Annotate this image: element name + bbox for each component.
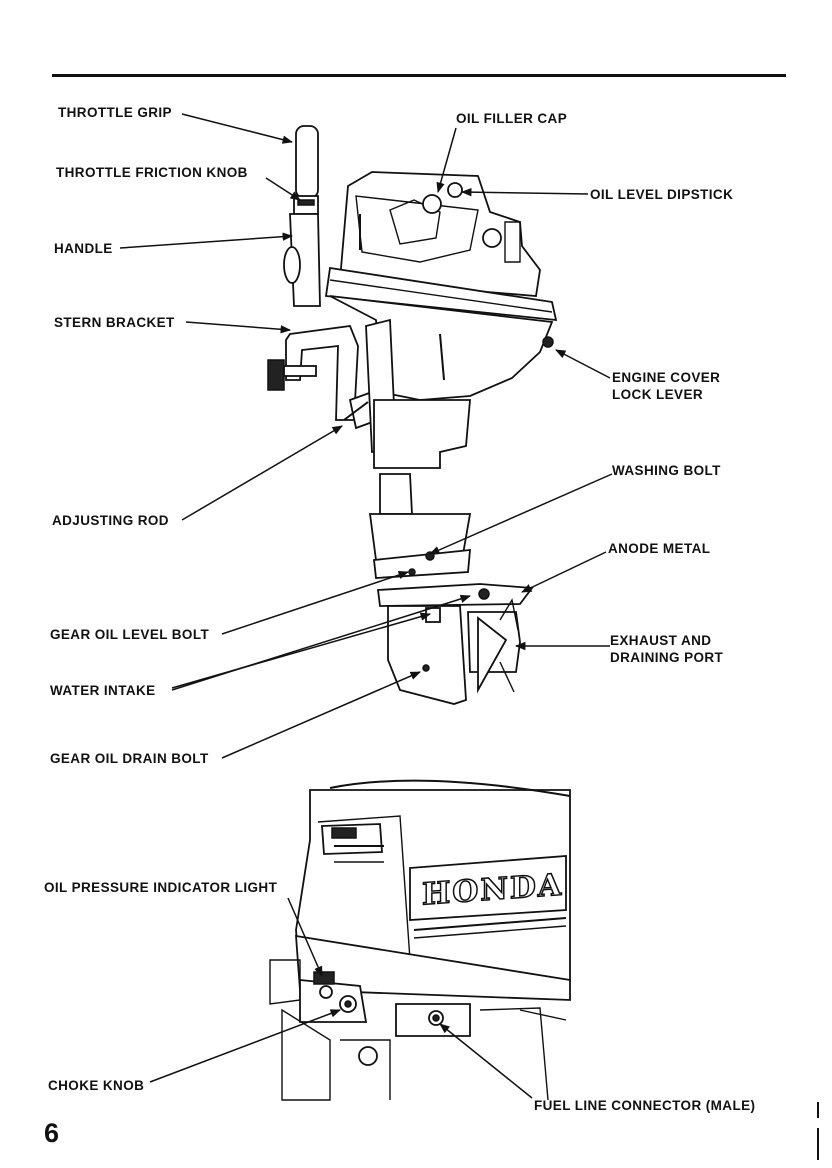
label-adjusting-rod: ADJUSTING ROD (52, 513, 169, 528)
label-oil-filler-cap: OIL FILLER CAP (456, 111, 568, 126)
label-anode-metal: ANODE METAL (608, 541, 711, 556)
label-exhaust-draining-port: EXHAUST AND DRAINING PORT (610, 632, 723, 666)
label-gear-oil-level-bolt: GEAR OIL LEVEL BOLT (50, 627, 210, 642)
label-gear-oil-drain-bolt: GEAR OIL DRAIN BOLT (50, 751, 209, 766)
label-oil-pressure-indicator-light: OIL PRESSURE INDICATOR LIGHT (44, 880, 278, 895)
header-rule (52, 74, 786, 77)
label-exhaust-line2: DRAINING PORT (610, 650, 724, 665)
label-engine-cover-line1: ENGINE COVER (612, 370, 721, 385)
label-choke-knob: CHOKE KNOB (48, 1078, 145, 1093)
label-exhaust-line1: EXHAUST AND (610, 633, 712, 648)
label-fuel-line-connector: FUEL LINE CONNECTOR (MALE) (534, 1098, 756, 1113)
label-throttle-friction-knob: THROTTLE FRICTION KNOB (56, 165, 248, 180)
label-water-intake: WATER INTAKE (50, 683, 156, 698)
page-number: 6 (44, 1118, 60, 1148)
top-leader-lines (119, 113, 613, 759)
engine-front-closeup: HONDA (269, 779, 571, 1101)
label-engine-cover-line2: LOCK LEVER (612, 387, 704, 402)
bottom-leader-lines (149, 897, 533, 1099)
engine-side-view (267, 125, 558, 705)
label-washing-bolt: WASHING BOLT (612, 463, 721, 478)
label-throttle-grip: THROTTLE GRIP (58, 105, 172, 120)
label-handle: HANDLE (54, 241, 113, 256)
label-engine-cover-lock-lever: ENGINE COVER LOCK LEVER (612, 369, 720, 403)
label-oil-level-dipstick: OIL LEVEL DIPSTICK (590, 187, 734, 202)
label-stern-bracket: STERN BRACKET (54, 315, 175, 330)
